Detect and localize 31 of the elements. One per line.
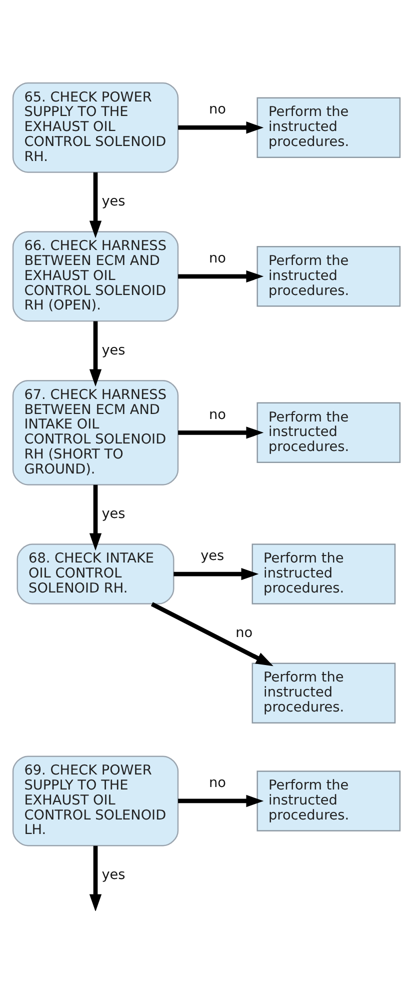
edge-label: no <box>208 775 226 792</box>
node-box: Perform the instructed procedures. <box>256 770 401 832</box>
edge-label: no <box>208 102 226 118</box>
node-box: Perform the instructed procedures. <box>256 97 401 158</box>
edge-label: yes <box>102 342 126 358</box>
node-box: 67. CHECK HARNESS BETWEEN ECM AND INTAKE OIL CONTROL SOLENOID RH (SHORT TO GROUND). <box>12 380 179 486</box>
node-box: 69. CHECK POWER SUPPLY TO THE EXHAUST OIL CONTROL SOLENOID LH. <box>12 756 179 846</box>
edge-label: yes <box>200 548 224 564</box>
node-box: 66. CHECK HARNESS BETWEEN ECM AND EXHAUST OIL CONTROL SOLENOID RH (OPEN). <box>12 231 179 322</box>
edge-label: no <box>236 625 253 642</box>
edge-label: yes <box>102 506 126 522</box>
arrow <box>178 122 264 134</box>
node-box: Perform the instructed procedures. <box>252 544 396 604</box>
node-box: Perform the instructed procedures. <box>252 662 396 724</box>
node-box: Perform the instructed procedures. <box>256 246 401 307</box>
edge-label: yes <box>102 193 126 210</box>
node-box: 68. CHECK INTAKE OIL CONTROL SOLENOID RH. <box>16 544 174 604</box>
arrow <box>178 794 264 808</box>
node-box: Perform the instructed procedures. <box>256 402 401 464</box>
arrow <box>174 568 259 580</box>
arrow <box>89 172 102 238</box>
arrow <box>178 426 264 439</box>
arrow <box>178 270 264 283</box>
node-box: 65. CHECK POWER SUPPLY TO THE EXHAUST OIL CONTROL SOLENOID RH. <box>12 82 179 173</box>
arrow <box>89 846 102 911</box>
arrow <box>89 321 102 387</box>
edge-label: no <box>208 406 226 423</box>
arrow <box>89 484 102 551</box>
edge-label: yes <box>102 866 126 883</box>
edge-label: no <box>208 250 226 267</box>
arrow <box>150 602 274 666</box>
